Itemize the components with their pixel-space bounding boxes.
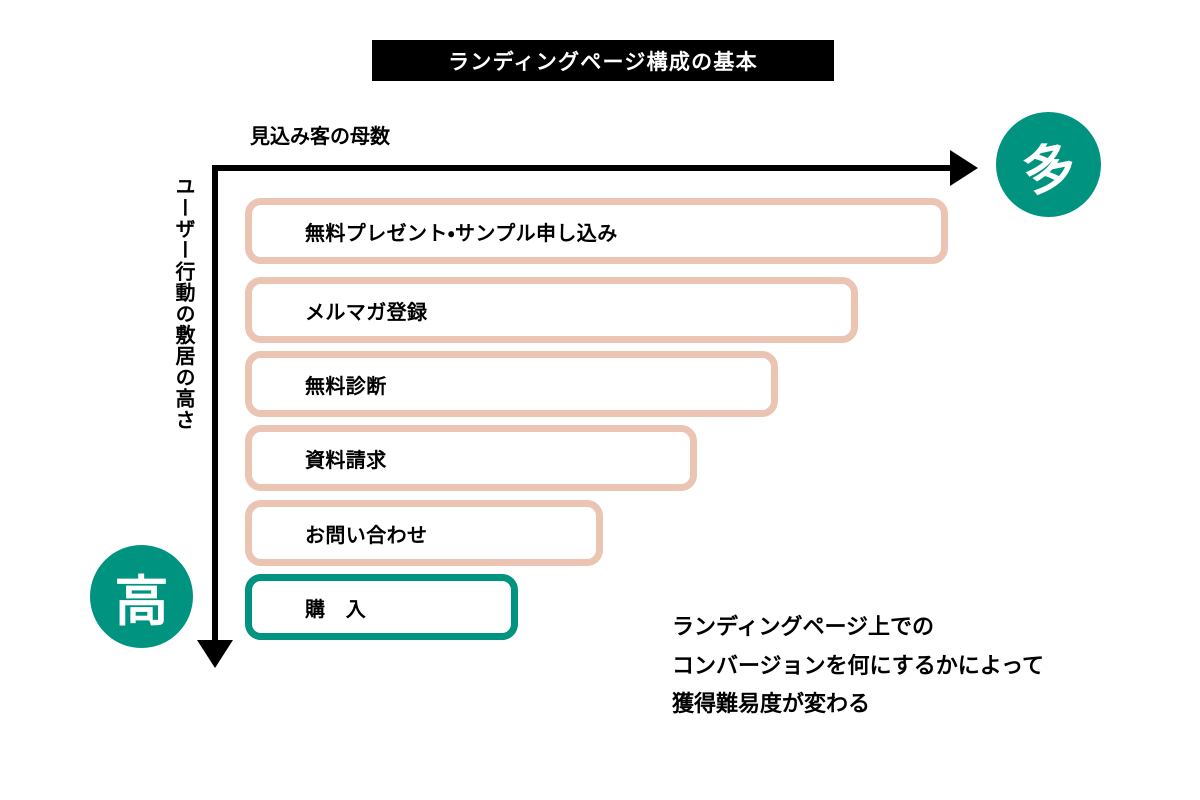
endpoint-badge-high-label: 高: [114, 572, 169, 632]
funnel-bar-label: 資料請求: [305, 449, 387, 472]
endpoint-badge-many-label: 多: [1018, 136, 1082, 204]
funnel-bar-label: メルマガ登録: [305, 301, 428, 324]
vertical-axis-line: [212, 165, 218, 645]
funnel-bar-label: 購 入: [305, 598, 367, 621]
funnel-bar-contact[interactable]: お問い合わせ: [245, 500, 603, 566]
caption-line-1: ランディングページ上での: [672, 614, 935, 639]
caption-line-3: 獲得難易度が変わる: [672, 691, 871, 716]
funnel-bar-label: お問い合わせ: [305, 524, 428, 547]
funnel-bar-label: 無料診断: [305, 375, 387, 398]
arrow-down-icon: [197, 640, 233, 668]
axis-label-horizontal: 見込み客の母数: [250, 126, 390, 148]
funnel-bar-label: 無料プレゼント・サンプル申し込み: [305, 222, 618, 245]
horizontal-axis-line: [212, 165, 954, 171]
caption-block: ランディングページ上での コンバージョンを何にするかによって 獲得難易度が変わる: [672, 608, 1044, 724]
funnel-bar-free-sample[interactable]: 無料プレゼント・サンプル申し込み: [245, 198, 948, 264]
endpoint-badge-many: 多: [986, 102, 1111, 227]
funnel-bar-document-request[interactable]: 資料請求: [245, 425, 697, 491]
funnel-bar-newsletter[interactable]: メルマガ登録: [245, 277, 858, 343]
page-title: ランディングページ構成の基本: [372, 40, 834, 81]
endpoint-badge-high: 高: [90, 545, 193, 648]
axis-label-vertical: ユーザー行動の敷居の高さ: [172, 176, 194, 431]
funnel-bar-free-diagnosis[interactable]: 無料診断: [245, 351, 778, 417]
arrow-right-icon: [950, 150, 978, 186]
funnel-bar-purchase[interactable]: 購 入: [245, 574, 518, 640]
caption-line-2: コンバージョンを何にするかによって: [672, 652, 1045, 678]
